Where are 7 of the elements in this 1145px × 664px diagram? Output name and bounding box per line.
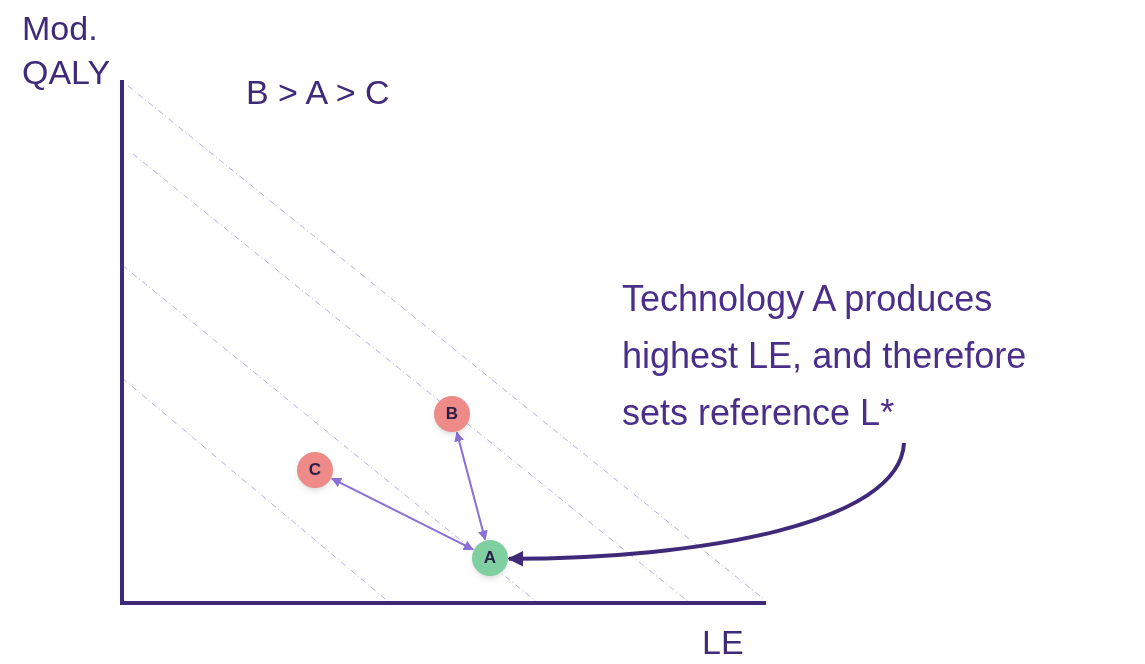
axis-label: LE (702, 622, 744, 662)
annotation-text: Technology A produces highest LE, and therefore sets reference L* (622, 270, 1082, 441)
axis-label: Mod. QALY (22, 8, 112, 93)
arrow (454, 431, 488, 541)
axis-label: B > A > C (246, 72, 390, 113)
arrow (507, 442, 906, 567)
arrow (330, 477, 475, 551)
